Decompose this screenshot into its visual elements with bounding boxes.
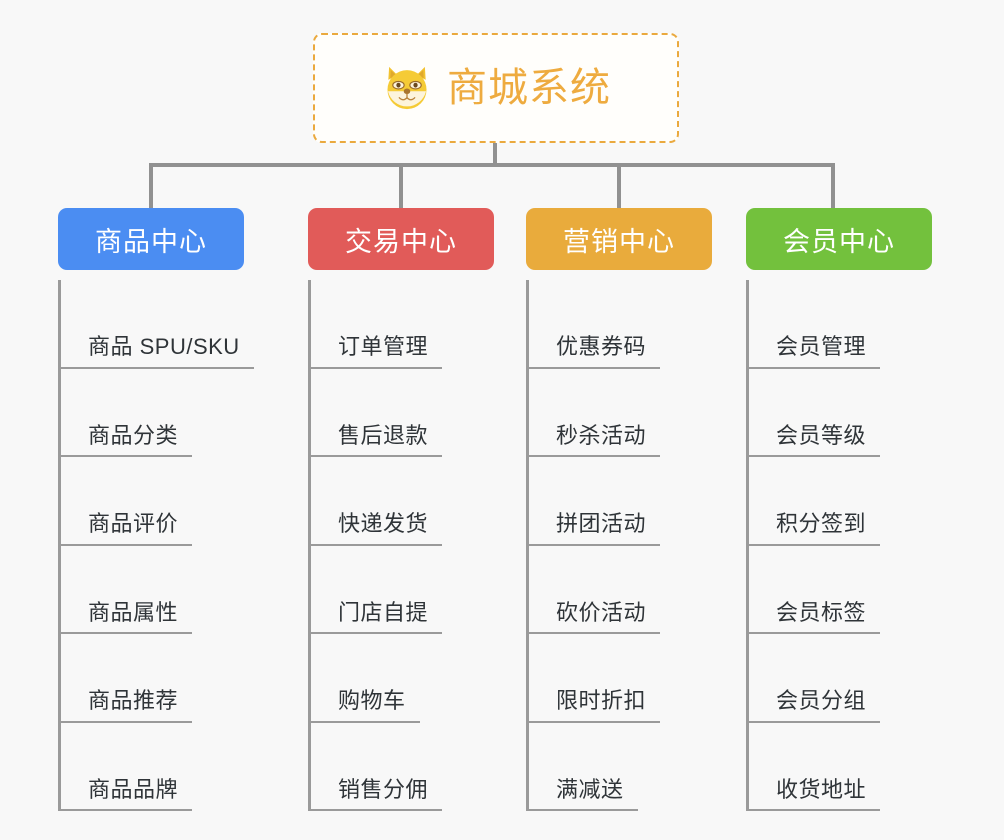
category-header-1[interactable]: 商品中心: [58, 208, 244, 270]
leaf-item-label: 商品评价: [58, 512, 193, 546]
leaf-item[interactable]: 砍价活动: [526, 546, 712, 634]
leaf-item[interactable]: 购物车: [308, 634, 494, 723]
leaf-item-label: 积分签到: [746, 512, 881, 546]
leaf-item[interactable]: 商品 SPU/SKU: [58, 280, 254, 369]
category-header-4[interactable]: 会员中心: [746, 208, 932, 270]
leaf-item-label: 会员等级: [746, 423, 881, 457]
leaf-item[interactable]: 会员标签: [746, 546, 932, 634]
leaf-item[interactable]: 拼团活动: [526, 457, 712, 546]
category-header-label: 营销中心: [563, 226, 675, 257]
leaf-item[interactable]: 商品推荐: [58, 634, 244, 723]
branch-column-3: 营销中心 优惠券码 秒杀活动 拼团活动 砍价活动 限时折扣 满减送: [526, 208, 712, 811]
leaf-item-label: 商品 SPU/SKU: [58, 335, 254, 369]
branch-column-2: 交易中心 订单管理 售后退款 快递发货 门店自提 购物车 销售分佣: [308, 208, 494, 811]
leaf-item-label: 会员标签: [746, 600, 881, 634]
connector-drop-1: [149, 163, 153, 209]
root-label: 商城系统: [447, 66, 611, 110]
leaf-item-label: 会员管理: [746, 335, 881, 369]
root-node[interactable]: 商城系统: [313, 33, 679, 143]
leaf-item[interactable]: 优惠券码: [526, 280, 712, 369]
leaf-item[interactable]: 会员分组: [746, 634, 932, 723]
leaf-item[interactable]: 商品分类: [58, 369, 244, 457]
leaf-item[interactable]: 收货地址: [746, 723, 932, 811]
leaf-item[interactable]: 商品属性: [58, 546, 244, 634]
leaf-item-label: 购物车: [308, 689, 420, 723]
leaf-item-label: 限时折扣: [526, 689, 661, 723]
category-header-3[interactable]: 营销中心: [526, 208, 712, 270]
category-header-label: 交易中心: [345, 226, 457, 257]
leaf-item[interactable]: 秒杀活动: [526, 369, 712, 457]
connector-drop-2: [399, 163, 403, 209]
branch-column-4: 会员中心 会员管理 会员等级 积分签到 会员标签 会员分组 收货地址: [746, 208, 932, 811]
leaf-item[interactable]: 门店自提: [308, 546, 494, 634]
connector-drop-4: [831, 163, 835, 209]
leaf-item[interactable]: 限时折扣: [526, 634, 712, 723]
leaf-item-label: 售后退款: [308, 423, 443, 457]
branch-column-1: 商品中心 商品 SPU/SKU 商品分类 商品评价 商品属性 商品推荐 商品品牌: [58, 208, 254, 811]
leaf-item-label: 秒杀活动: [526, 423, 661, 457]
category-header-2[interactable]: 交易中心: [308, 208, 494, 270]
leaf-item[interactable]: 满减送: [526, 723, 712, 811]
leaf-item[interactable]: 销售分佣: [308, 723, 494, 811]
leaf-item-label: 商品推荐: [58, 689, 193, 723]
leaf-list-2: 订单管理 售后退款 快递发货 门店自提 购物车 销售分佣: [308, 280, 494, 811]
leaf-item-label: 满减送: [526, 777, 638, 811]
leaf-list-4: 会员管理 会员等级 积分签到 会员标签 会员分组 收货地址: [746, 280, 932, 811]
leaf-item-label: 收货地址: [746, 777, 881, 811]
leaf-item-label: 会员分组: [746, 689, 881, 723]
leaf-item-label: 砍价活动: [526, 600, 661, 634]
leaf-item-label: 商品分类: [58, 423, 193, 457]
leaf-item-label: 优惠券码: [526, 335, 661, 369]
leaf-item-label: 销售分佣: [308, 777, 443, 811]
leaf-item[interactable]: 会员等级: [746, 369, 932, 457]
leaf-item[interactable]: 订单管理: [308, 280, 494, 369]
leaf-list-1: 商品 SPU/SKU 商品分类 商品评价 商品属性 商品推荐 商品品牌: [58, 280, 254, 811]
category-header-label: 商品中心: [95, 226, 207, 257]
leaf-item-label: 拼团活动: [526, 512, 661, 546]
leaf-item[interactable]: 会员管理: [746, 280, 932, 369]
shiba-dog-face-icon: [387, 66, 427, 110]
connector-root-stem: [493, 143, 497, 165]
leaf-item-label: 商品品牌: [58, 777, 193, 811]
leaf-item-label: 快递发货: [308, 512, 443, 546]
leaf-item[interactable]: 快递发货: [308, 457, 494, 546]
connector-drop-3: [617, 163, 621, 209]
connector-horizontal-bus: [149, 163, 835, 167]
leaf-item[interactable]: 售后退款: [308, 369, 494, 457]
leaf-item[interactable]: 商品品牌: [58, 723, 244, 811]
leaf-item[interactable]: 积分签到: [746, 457, 932, 546]
leaf-list-3: 优惠券码 秒杀活动 拼团活动 砍价活动 限时折扣 满减送: [526, 280, 712, 811]
category-header-label: 会员中心: [783, 226, 895, 257]
leaf-item-label: 商品属性: [58, 600, 193, 634]
leaf-item[interactable]: 商品评价: [58, 457, 244, 546]
leaf-item-label: 订单管理: [308, 335, 443, 369]
leaf-item-label: 门店自提: [308, 600, 443, 634]
